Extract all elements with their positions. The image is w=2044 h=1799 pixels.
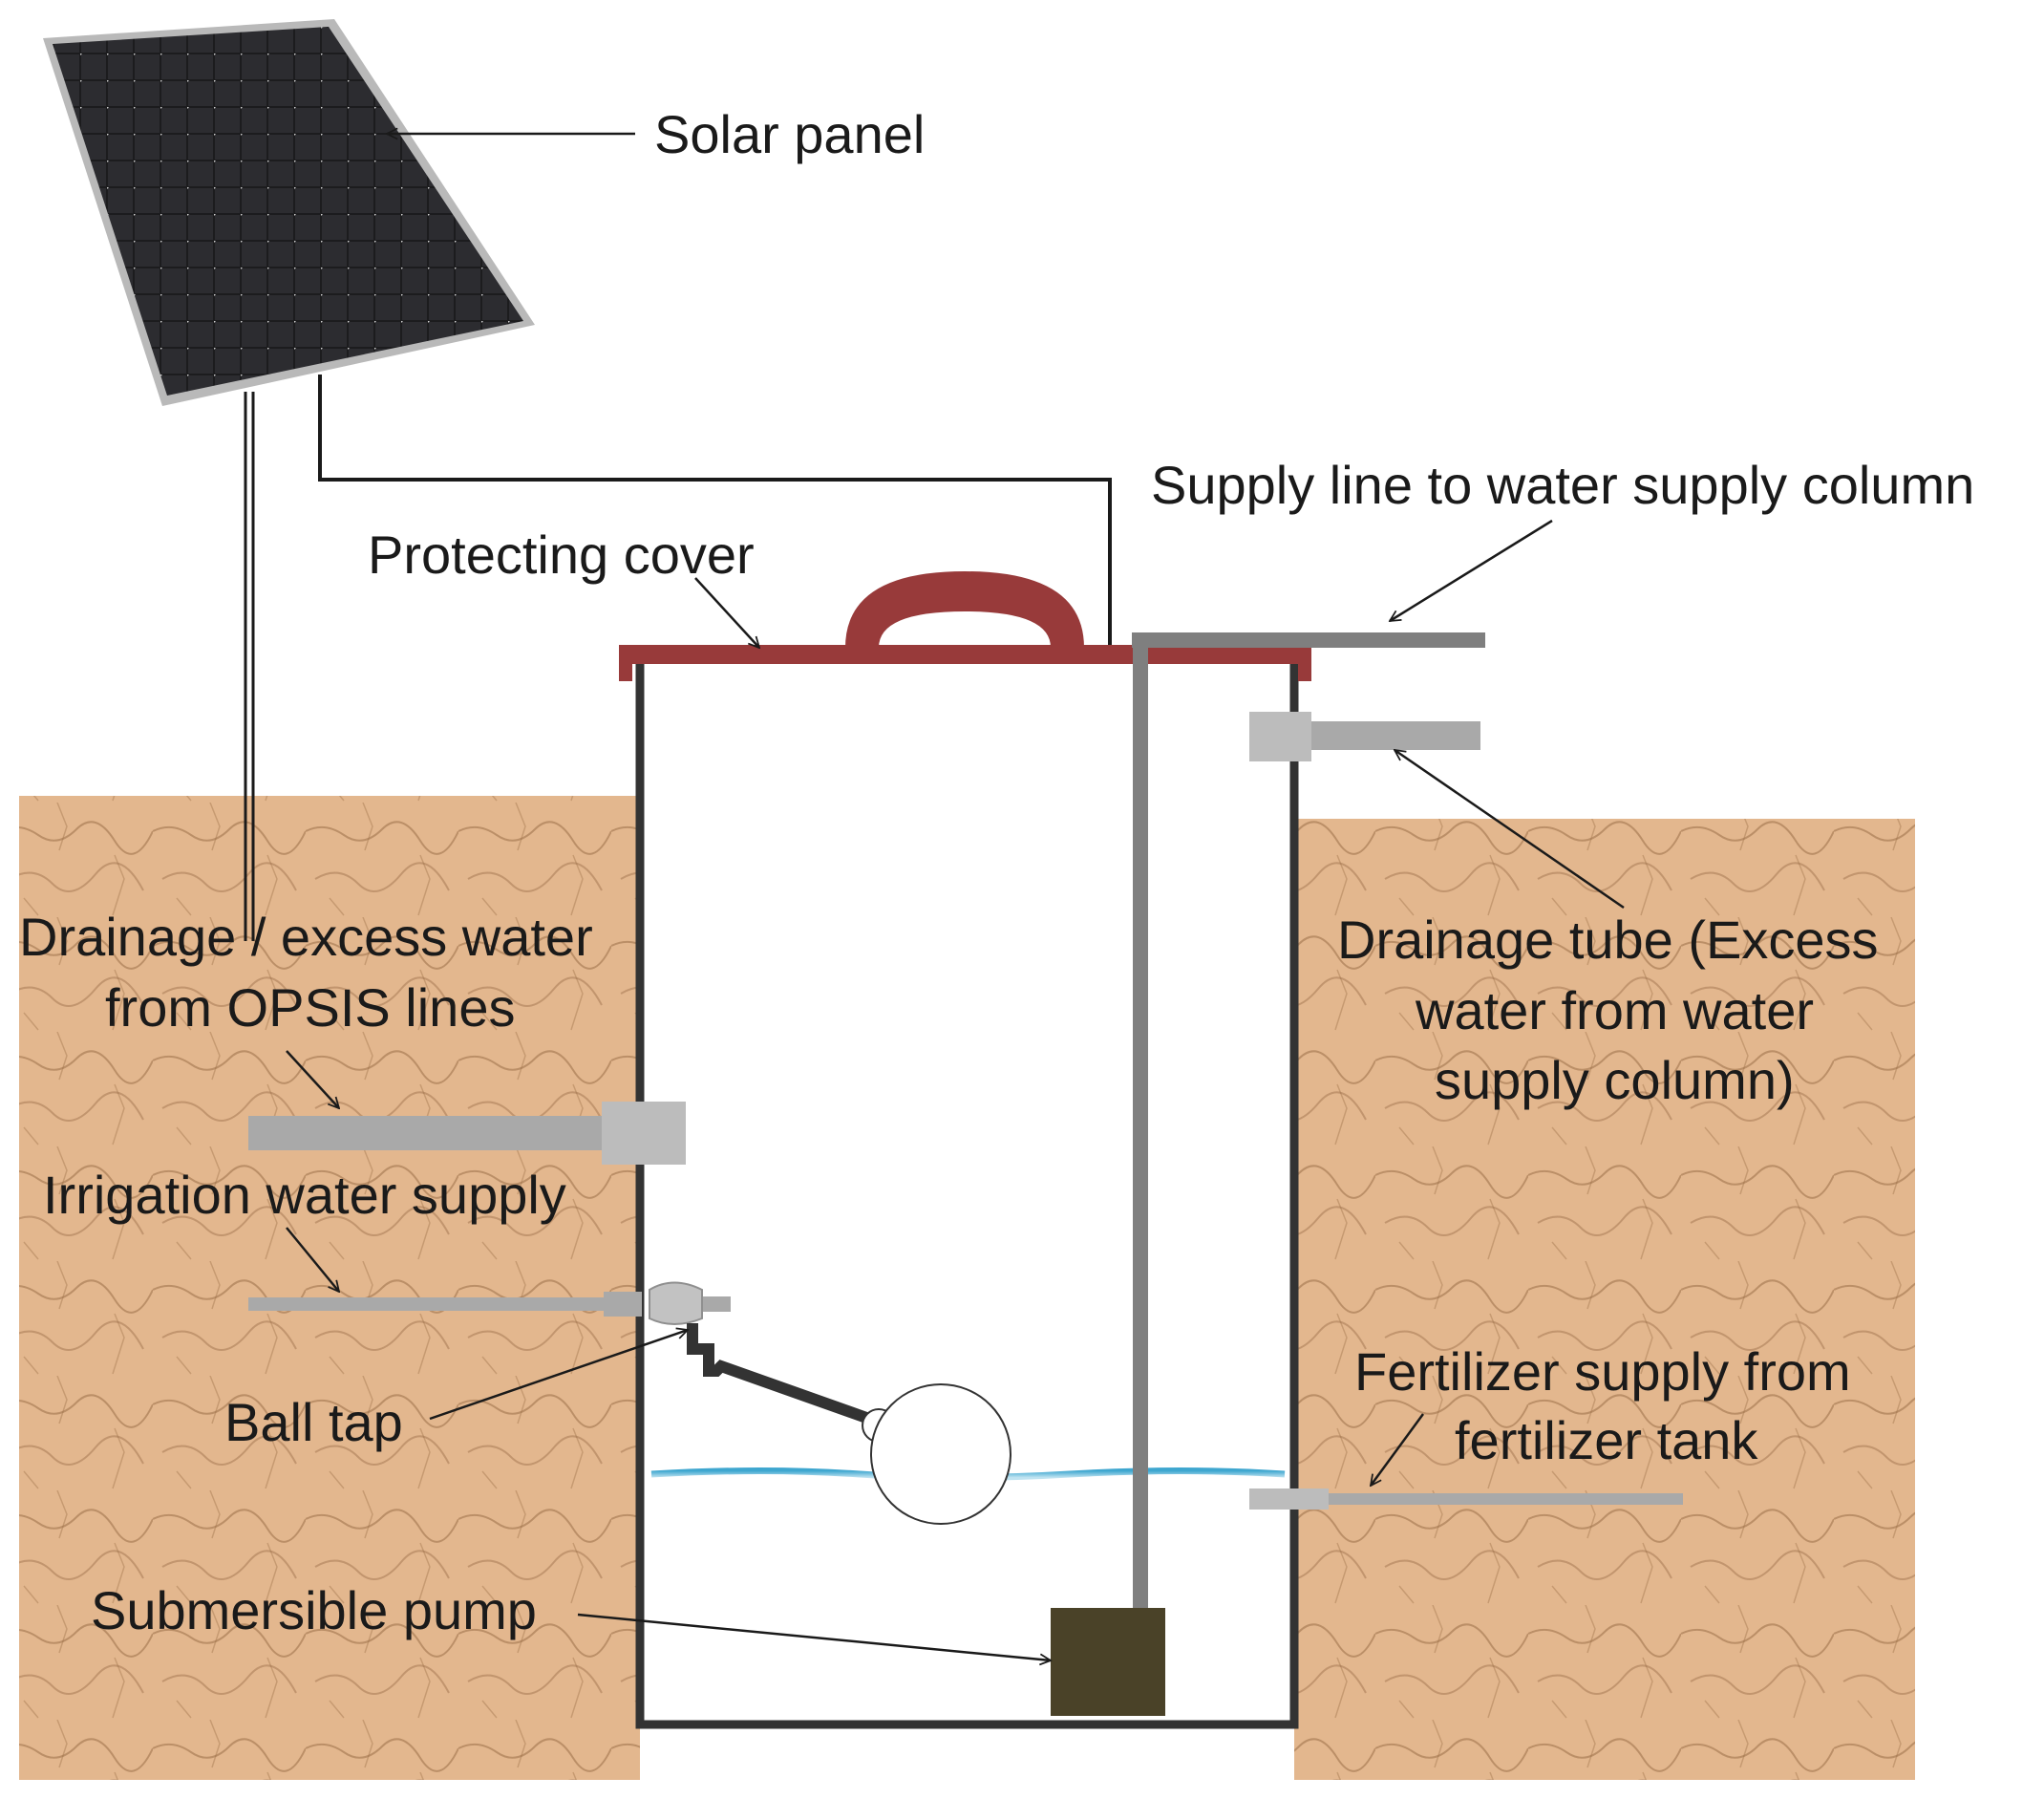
arrow-ball-tap xyxy=(429,1330,688,1421)
supply-line-pipe xyxy=(1132,632,1485,1608)
arrow-fertilizer xyxy=(1371,1413,1425,1486)
label-drainage-tube-2: water from water xyxy=(1415,980,1814,1040)
submersible-pump xyxy=(1051,1608,1165,1716)
label-drainage-excess-2: from OPSIS lines xyxy=(105,977,515,1038)
label-pump: Submersible pump xyxy=(91,1580,537,1640)
arrow-drainage-excess xyxy=(286,1050,339,1108)
arrow-irrigation xyxy=(286,1227,339,1292)
label-supply-line: Supply line to water supply column xyxy=(1151,455,1974,515)
irrigation-pipe xyxy=(248,1292,731,1317)
label-irrigation: Irrigation water supply xyxy=(43,1165,566,1225)
solar-panel xyxy=(43,19,535,406)
tank xyxy=(635,654,1299,1729)
ball-tap xyxy=(649,1281,1011,1525)
arrow-protecting-cover xyxy=(694,577,759,648)
label-fertilizer-2: fertilizer tank xyxy=(1455,1410,1758,1470)
label-drainage-tube-3: supply column) xyxy=(1435,1050,1795,1110)
label-ball-tap: Ball tap xyxy=(224,1392,403,1452)
label-drainage-excess-1: Drainage / excess water xyxy=(19,907,593,967)
arrow-supply-line xyxy=(1390,519,1553,623)
label-drainage-tube-1: Drainage tube (Excess xyxy=(1337,910,1879,970)
label-protecting-cover: Protecting cover xyxy=(368,525,755,585)
panel-cable-ground xyxy=(244,392,255,941)
fertilizer-pipe xyxy=(1249,1488,1683,1510)
label-fertilizer-1: Fertilizer supply from xyxy=(1354,1341,1851,1402)
label-solar-panel: Solar panel xyxy=(654,104,925,164)
arrow-pump xyxy=(577,1613,1051,1660)
arrow-drainage-tube xyxy=(1395,750,1625,910)
drainage-excess-pipe xyxy=(248,1102,686,1165)
drainage-tube-pipe xyxy=(1249,712,1480,761)
soil-right xyxy=(1294,819,1915,1780)
leader-arrows xyxy=(286,134,1625,1660)
